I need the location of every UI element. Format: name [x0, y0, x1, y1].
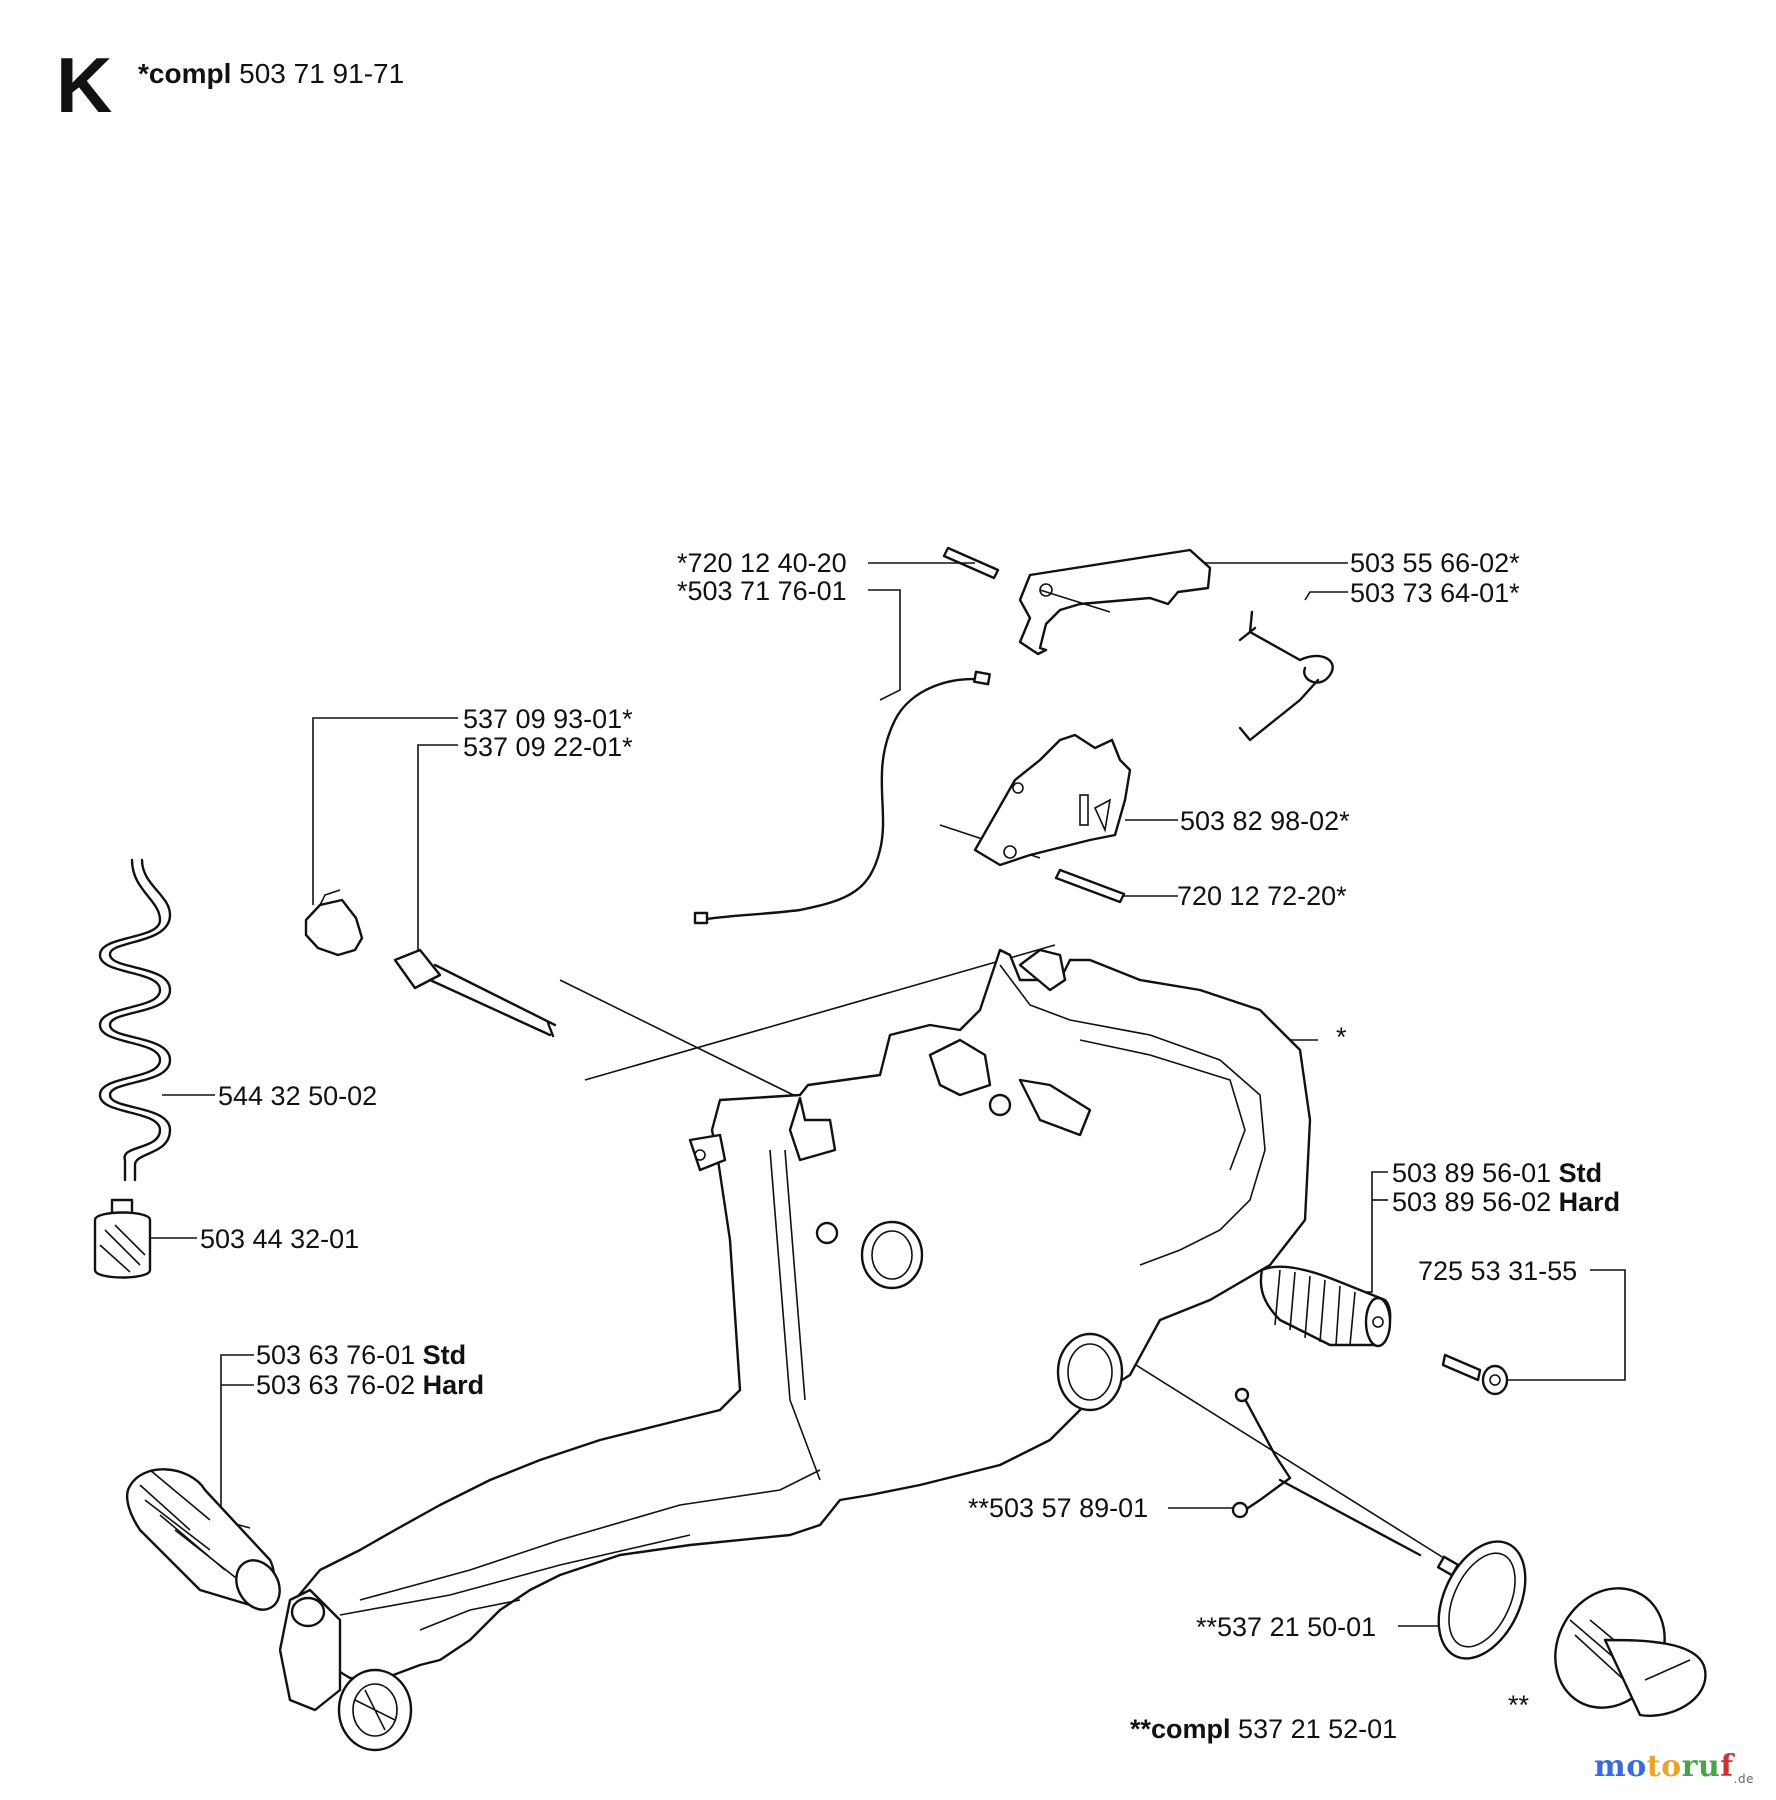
callout-throttle-lockout: 503 82 98-02* [1180, 806, 1350, 836]
assembly-header: *compl 503 71 91-71 [138, 60, 404, 88]
av-spring-left-part [126, 1468, 281, 1611]
throttle-lockout-part [973, 733, 1132, 867]
callout-seal-ring: **537 21 50-01 [1196, 1612, 1377, 1642]
motoruf-watermark: motoruf.de [1594, 1749, 1754, 1786]
part-number: 503 63 76-02 [256, 1370, 416, 1400]
spring-part [1238, 610, 1334, 742]
callout-tank-cap: ** [1508, 1690, 1530, 1720]
pin-lower-part [1054, 868, 1126, 904]
pin-part [942, 546, 1000, 580]
watermark-part: mo [1594, 1749, 1647, 1784]
part-number: 503 89 56-01 [1392, 1158, 1552, 1188]
av-spring-right-part [1259, 1265, 1392, 1348]
callout-av-spring-std: 503 89 56-01 Std [1392, 1160, 1602, 1187]
callout-throttle-trigger: 503 55 66-02* [1350, 548, 1520, 578]
assembly-number: 503 71 91-71 [239, 58, 405, 89]
variant-tag: Std [1558, 1158, 1603, 1188]
pickup-part [1231, 1387, 1460, 1577]
callout-pin: *720 12 40-20 [677, 548, 847, 578]
part-number: 503 63 76-01 [256, 1340, 416, 1370]
variant-tag: Hard [422, 1370, 485, 1400]
callout-fuel-hose: 544 32 50-02 [218, 1081, 378, 1111]
callout-pin-lower: 720 12 72-20* [1177, 881, 1347, 911]
variant-tag: Hard [1558, 1187, 1621, 1217]
screw-part [1441, 1353, 1509, 1396]
watermark-part: to [1646, 1749, 1682, 1784]
variant-tag: Std [422, 1340, 467, 1370]
callout-av-spring-hard: 503 89 56-02 Hard [1392, 1189, 1620, 1216]
fuel-filter-part [93, 1198, 152, 1279]
callout-screw: 725 53 31-55 [1418, 1256, 1578, 1286]
section-letter: K [56, 41, 113, 129]
part-number: 503 89 56-02 [1392, 1187, 1552, 1217]
tank-cap-part [1554, 1587, 1707, 1717]
watermark-part: ru [1681, 1749, 1721, 1784]
footer-assembly: **compl 537 21 52-01 [1130, 1716, 1397, 1743]
footer-assembly-number: 537 21 52-01 [1238, 1714, 1398, 1744]
callout-tank-handle: * [1336, 1022, 1347, 1052]
watermark-suffix: .de [1733, 1772, 1754, 1786]
callout-spring: 503 73 64-01* [1350, 578, 1520, 608]
seal-ring-part [1437, 1540, 1527, 1660]
callout-av-spring-left-hard: 503 63 76-02 Hard [256, 1372, 484, 1399]
watermark-part: f [1720, 1749, 1734, 1784]
footer-assembly-prefix: **compl [1130, 1714, 1231, 1744]
choke-knob-part [304, 889, 557, 1038]
assembly-prefix: *compl [138, 58, 232, 89]
callout-choke-knob: 537 09 93-01* [463, 704, 633, 734]
fuel-tank-handle-part [278, 948, 1312, 1752]
throttle-cable-part [693, 670, 991, 925]
fuel-hose-part [98, 858, 172, 1182]
throttle-trigger-part [1018, 548, 1212, 656]
callout-pickup: **503 57 89-01 [968, 1493, 1149, 1523]
callout-throttle-cable: *503 71 76-01 [677, 576, 847, 606]
callout-fuel-filter: 503 44 32-01 [200, 1224, 360, 1254]
callout-choke-rod: 537 09 22-01* [463, 732, 633, 762]
callout-av-spring-left-std: 503 63 76-01 Std [256, 1342, 466, 1369]
